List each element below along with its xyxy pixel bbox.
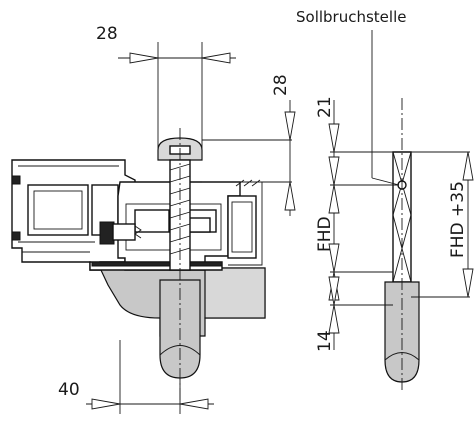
hinge-block <box>99 221 115 245</box>
dim-label-bottom-width: 40 <box>58 380 80 400</box>
dim-label-top-height: 28 <box>271 74 291 96</box>
window-profile-section <box>11 159 266 337</box>
dimension-fhd-plus: FHD +35 <box>411 151 474 298</box>
frame-chamber-1 <box>27 184 89 236</box>
dim-label-fhd: FHD <box>315 216 335 252</box>
dimension-top-height: 28 <box>202 74 296 216</box>
dim-label-fhd-plus: FHD +35 <box>448 181 468 258</box>
mushroom-bolt-right <box>384 98 420 392</box>
glass-bead <box>134 209 170 233</box>
glazing-strip <box>227 195 257 259</box>
dimension-bottom-width: 40 <box>58 340 214 414</box>
break-point-callout: Sollbruchstelle <box>296 8 406 186</box>
break-point-label: Sollbruchstelle <box>296 8 406 26</box>
dim-label-14: 14 <box>315 330 335 352</box>
dimension-chain-left: 21 FHD 14 <box>315 96 398 352</box>
dim-label-21: 21 <box>315 96 335 118</box>
sill-plate <box>204 267 266 319</box>
dim-label-top-width: 28 <box>96 24 118 44</box>
